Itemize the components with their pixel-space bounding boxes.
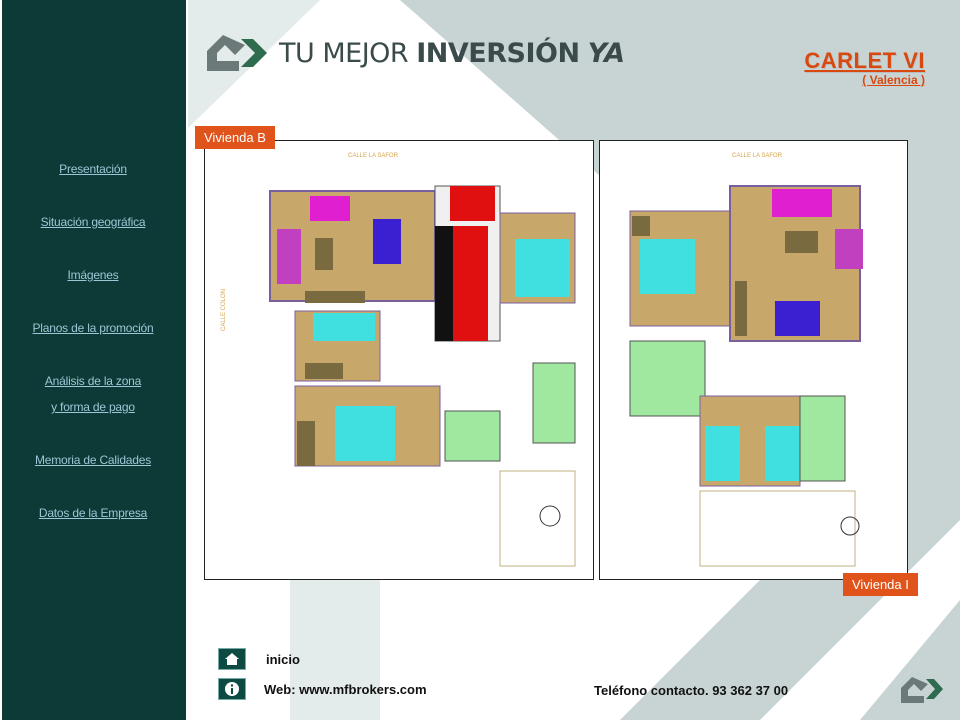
phone-row: Teléfono contacto. 93 362 37 00 (594, 683, 788, 698)
info-icon (225, 682, 239, 696)
page-subtitle: ( Valencia ) (862, 73, 925, 87)
floor-plan-b-drawing: CALLE LA SAFOR CALLE COLON (221, 153, 576, 567)
page-title-block: CARLET VI ( Valencia ) (804, 48, 925, 87)
brand-logo: TU MEJOR INVERSIÓN YA (205, 33, 625, 73)
street-label-i: CALLE LA SAFOR (732, 153, 783, 159)
company-logo-icon (901, 677, 943, 703)
side-street-label: CALLE COLON (221, 289, 227, 331)
home-label[interactable]: inicio (266, 651, 300, 667)
home-icon (225, 653, 239, 665)
floor-plan-i-drawing: CALLE LA SAFOR (629, 153, 863, 567)
brand-tagline: TU MEJOR INVERSIÓN YA (279, 37, 625, 69)
vivienda-b-tag: Vivienda B (195, 126, 275, 149)
sidebar-item-imagenes[interactable]: Imágenes (67, 268, 119, 282)
sidebar-item-forma-pago[interactable]: y forma de pago (51, 400, 135, 414)
sidebar: Presentación Situación geográfica Imágen… (0, 0, 188, 720)
sidebar-item-situacion[interactable]: Situación geográfica (40, 215, 146, 229)
sidebar-item-empresa[interactable]: Datos de la Empresa (38, 506, 148, 520)
vivienda-i-tag: Vivienda I (843, 573, 918, 596)
sidebar-item-presentacion[interactable]: Presentación (59, 162, 127, 176)
home-link[interactable]: inicio (218, 648, 300, 670)
home-button[interactable] (218, 648, 246, 670)
sidebar-item-memoria[interactable]: Memoria de Calidades (34, 453, 152, 467)
floor-plan-vivienda-i: CALLE LA SAFOR (599, 140, 908, 580)
sidebar-item-planos[interactable]: Planos de la promoción (32, 321, 154, 335)
info-row: Web: www.mfbrokers.com (218, 678, 427, 700)
floor-plan-vivienda-b: CALLE LA SAFOR CALLE COLON (204, 140, 594, 580)
web-link[interactable]: Web: www.mfbrokers.com (264, 681, 427, 697)
sidebar-item-analisis[interactable]: Análisis de la zona (44, 374, 142, 388)
phone-contact: Teléfono contacto. 93 362 37 00 (594, 683, 789, 698)
sidebar-nav: Presentación Situación geográfica Imágen… (0, 162, 186, 559)
street-label-b: CALLE LA SAFOR (348, 153, 399, 159)
company-logo-icon (207, 35, 267, 71)
info-button[interactable] (218, 678, 246, 700)
page-title: CARLET VI (804, 48, 925, 73)
